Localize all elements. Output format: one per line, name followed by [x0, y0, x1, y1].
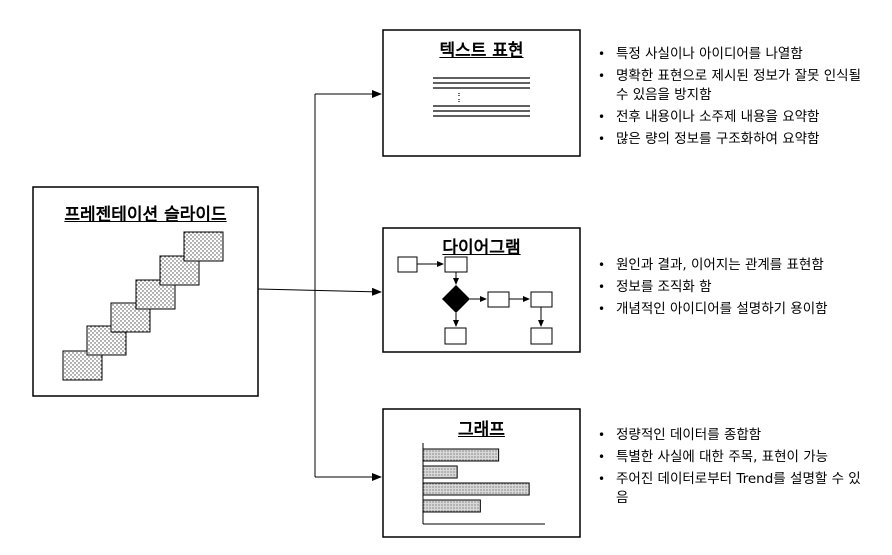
diagram-section-bullets: 원인과 결과, 이어지는 관계를 표현함 정보를 조직화 함 개념적인 아이디어… — [594, 256, 879, 322]
slide-stack-graphic — [62, 231, 224, 381]
diagram-section-title: 다이어그램 — [442, 238, 521, 258]
graph-section-box — [382, 408, 581, 538]
graph-bar — [422, 465, 458, 479]
list-item: 주어진 데이터로부터 Trend를 설명할 수 있음 — [594, 470, 864, 508]
list-item: 정량적인 데이터를 종합함 — [594, 426, 864, 445]
graph-bar — [422, 499, 481, 513]
text-section-box — [382, 29, 581, 157]
presentation-slide-box — [32, 186, 259, 397]
text-lines-graphic — [433, 77, 530, 117]
list-item: 원인과 결과, 이어지는 관계를 표현함 — [594, 256, 879, 275]
list-item: 특정 사실이나 아이디어를 나열함 — [594, 45, 864, 64]
graph-section-bullets: 정량적인 데이터를 종합함 특별한 사실에 대한 주목, 표현이 가능 주어진 … — [594, 426, 864, 511]
flowchart-graphic — [397, 256, 553, 345]
slide-title: 프레젠테이션 슬라이드 — [64, 205, 227, 225]
list-item: 명확한 표현으로 제시된 정보가 잘못 인식될 수 있음을 방지함 — [594, 67, 864, 105]
text-section-title: 텍스트 표현 — [439, 41, 524, 61]
list-item: 많은 량의 정보를 구조화하여 요약함 — [594, 130, 864, 149]
list-item: 정보를 조직화 함 — [594, 278, 879, 297]
text-section-bullets: 특정 사실이나 아이디어를 나열함 명확한 표현으로 제시된 정보가 잘못 인식… — [594, 45, 864, 152]
connector-lines — [257, 90, 382, 481]
graph-bar — [422, 448, 500, 462]
list-item: 개념적인 아이디어를 설명하기 용이함 — [594, 300, 879, 319]
diagram-section-box — [382, 227, 581, 353]
bar-graph-graphic — [422, 443, 545, 525]
list-item: 전후 내용이나 소주제 내용을 요약함 — [594, 108, 864, 127]
graph-section-title: 그래프 — [458, 420, 505, 440]
graph-bar — [422, 482, 530, 496]
list-item: 특별한 사실에 대한 주목, 표현이 가능 — [594, 448, 864, 467]
decision-diamond — [442, 285, 470, 313]
